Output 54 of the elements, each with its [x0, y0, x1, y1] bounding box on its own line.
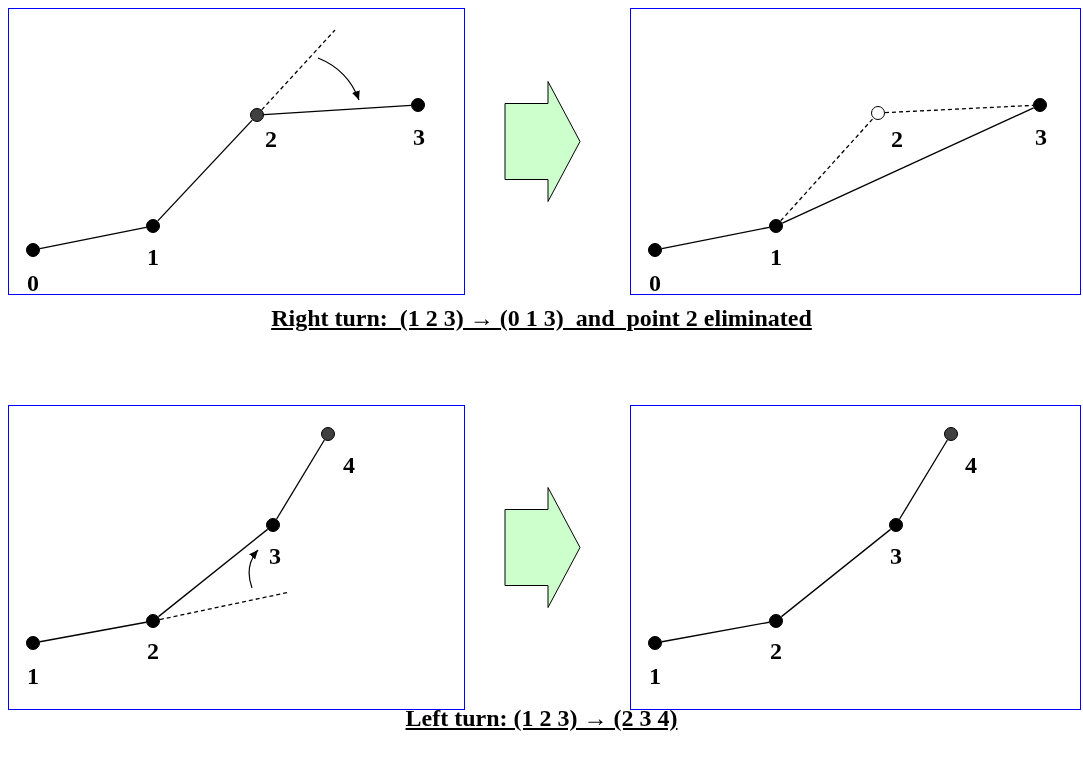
- line-segment: [780, 528, 892, 618]
- point-label: 3: [890, 544, 902, 568]
- line-segment: [661, 621, 770, 643]
- point-marker: [769, 614, 783, 628]
- line-segment: [39, 226, 147, 250]
- line-segment: [157, 119, 253, 222]
- line-segment: [275, 439, 326, 520]
- block-arrow: [504, 487, 581, 608]
- point-label: 1: [147, 245, 159, 269]
- point-marker: [26, 243, 40, 257]
- point-marker: [146, 219, 160, 233]
- point-marker: [769, 219, 783, 233]
- panel-frame: [630, 405, 1081, 710]
- hollow-point: [871, 106, 885, 120]
- point-marker: [146, 614, 160, 628]
- point-label: 2: [265, 127, 277, 151]
- point-label: 1: [770, 245, 782, 269]
- point-marker: [266, 518, 280, 532]
- point-label: 4: [965, 453, 977, 477]
- point-marker: [250, 108, 264, 122]
- point-label: 1: [27, 664, 39, 688]
- point-marker: [1033, 98, 1047, 112]
- line-segment: [157, 528, 269, 618]
- point-label: 3: [413, 125, 425, 149]
- point-marker: [321, 427, 335, 441]
- point-label: 4: [343, 453, 355, 477]
- point-label: 0: [649, 271, 661, 295]
- caption-text: Right turn: (1 2 3) → (0 1 3) and point 2 eliminated: [271, 306, 812, 330]
- point-marker: [411, 98, 425, 112]
- line-segment: [898, 439, 949, 520]
- panel-frame: [630, 8, 1081, 295]
- line-segment: [263, 104, 412, 116]
- point-label: 2: [770, 639, 782, 663]
- point-label: 0: [27, 271, 39, 295]
- point-label: 2: [891, 127, 903, 151]
- dashed-line: [261, 29, 336, 111]
- point-marker: [648, 243, 662, 257]
- line-segment: [39, 621, 147, 643]
- panel-frame: [8, 8, 465, 295]
- caption-text: Left turn: (1 2 3) → (2 3 4): [405, 706, 678, 730]
- line-segment: [661, 226, 770, 250]
- point-marker: [648, 636, 662, 650]
- point-marker: [26, 636, 40, 650]
- point-label: 2: [147, 639, 159, 663]
- point-label: 3: [269, 544, 281, 568]
- block-arrow: [504, 81, 581, 202]
- point-marker: [889, 518, 903, 532]
- point-label: 3: [1035, 125, 1047, 149]
- panel-frame: [8, 405, 465, 710]
- point-label: 1: [649, 664, 661, 688]
- dashed-line: [780, 117, 874, 222]
- line-segment: [781, 107, 1035, 224]
- point-marker: [944, 427, 958, 441]
- dashed-line: [884, 104, 1034, 114]
